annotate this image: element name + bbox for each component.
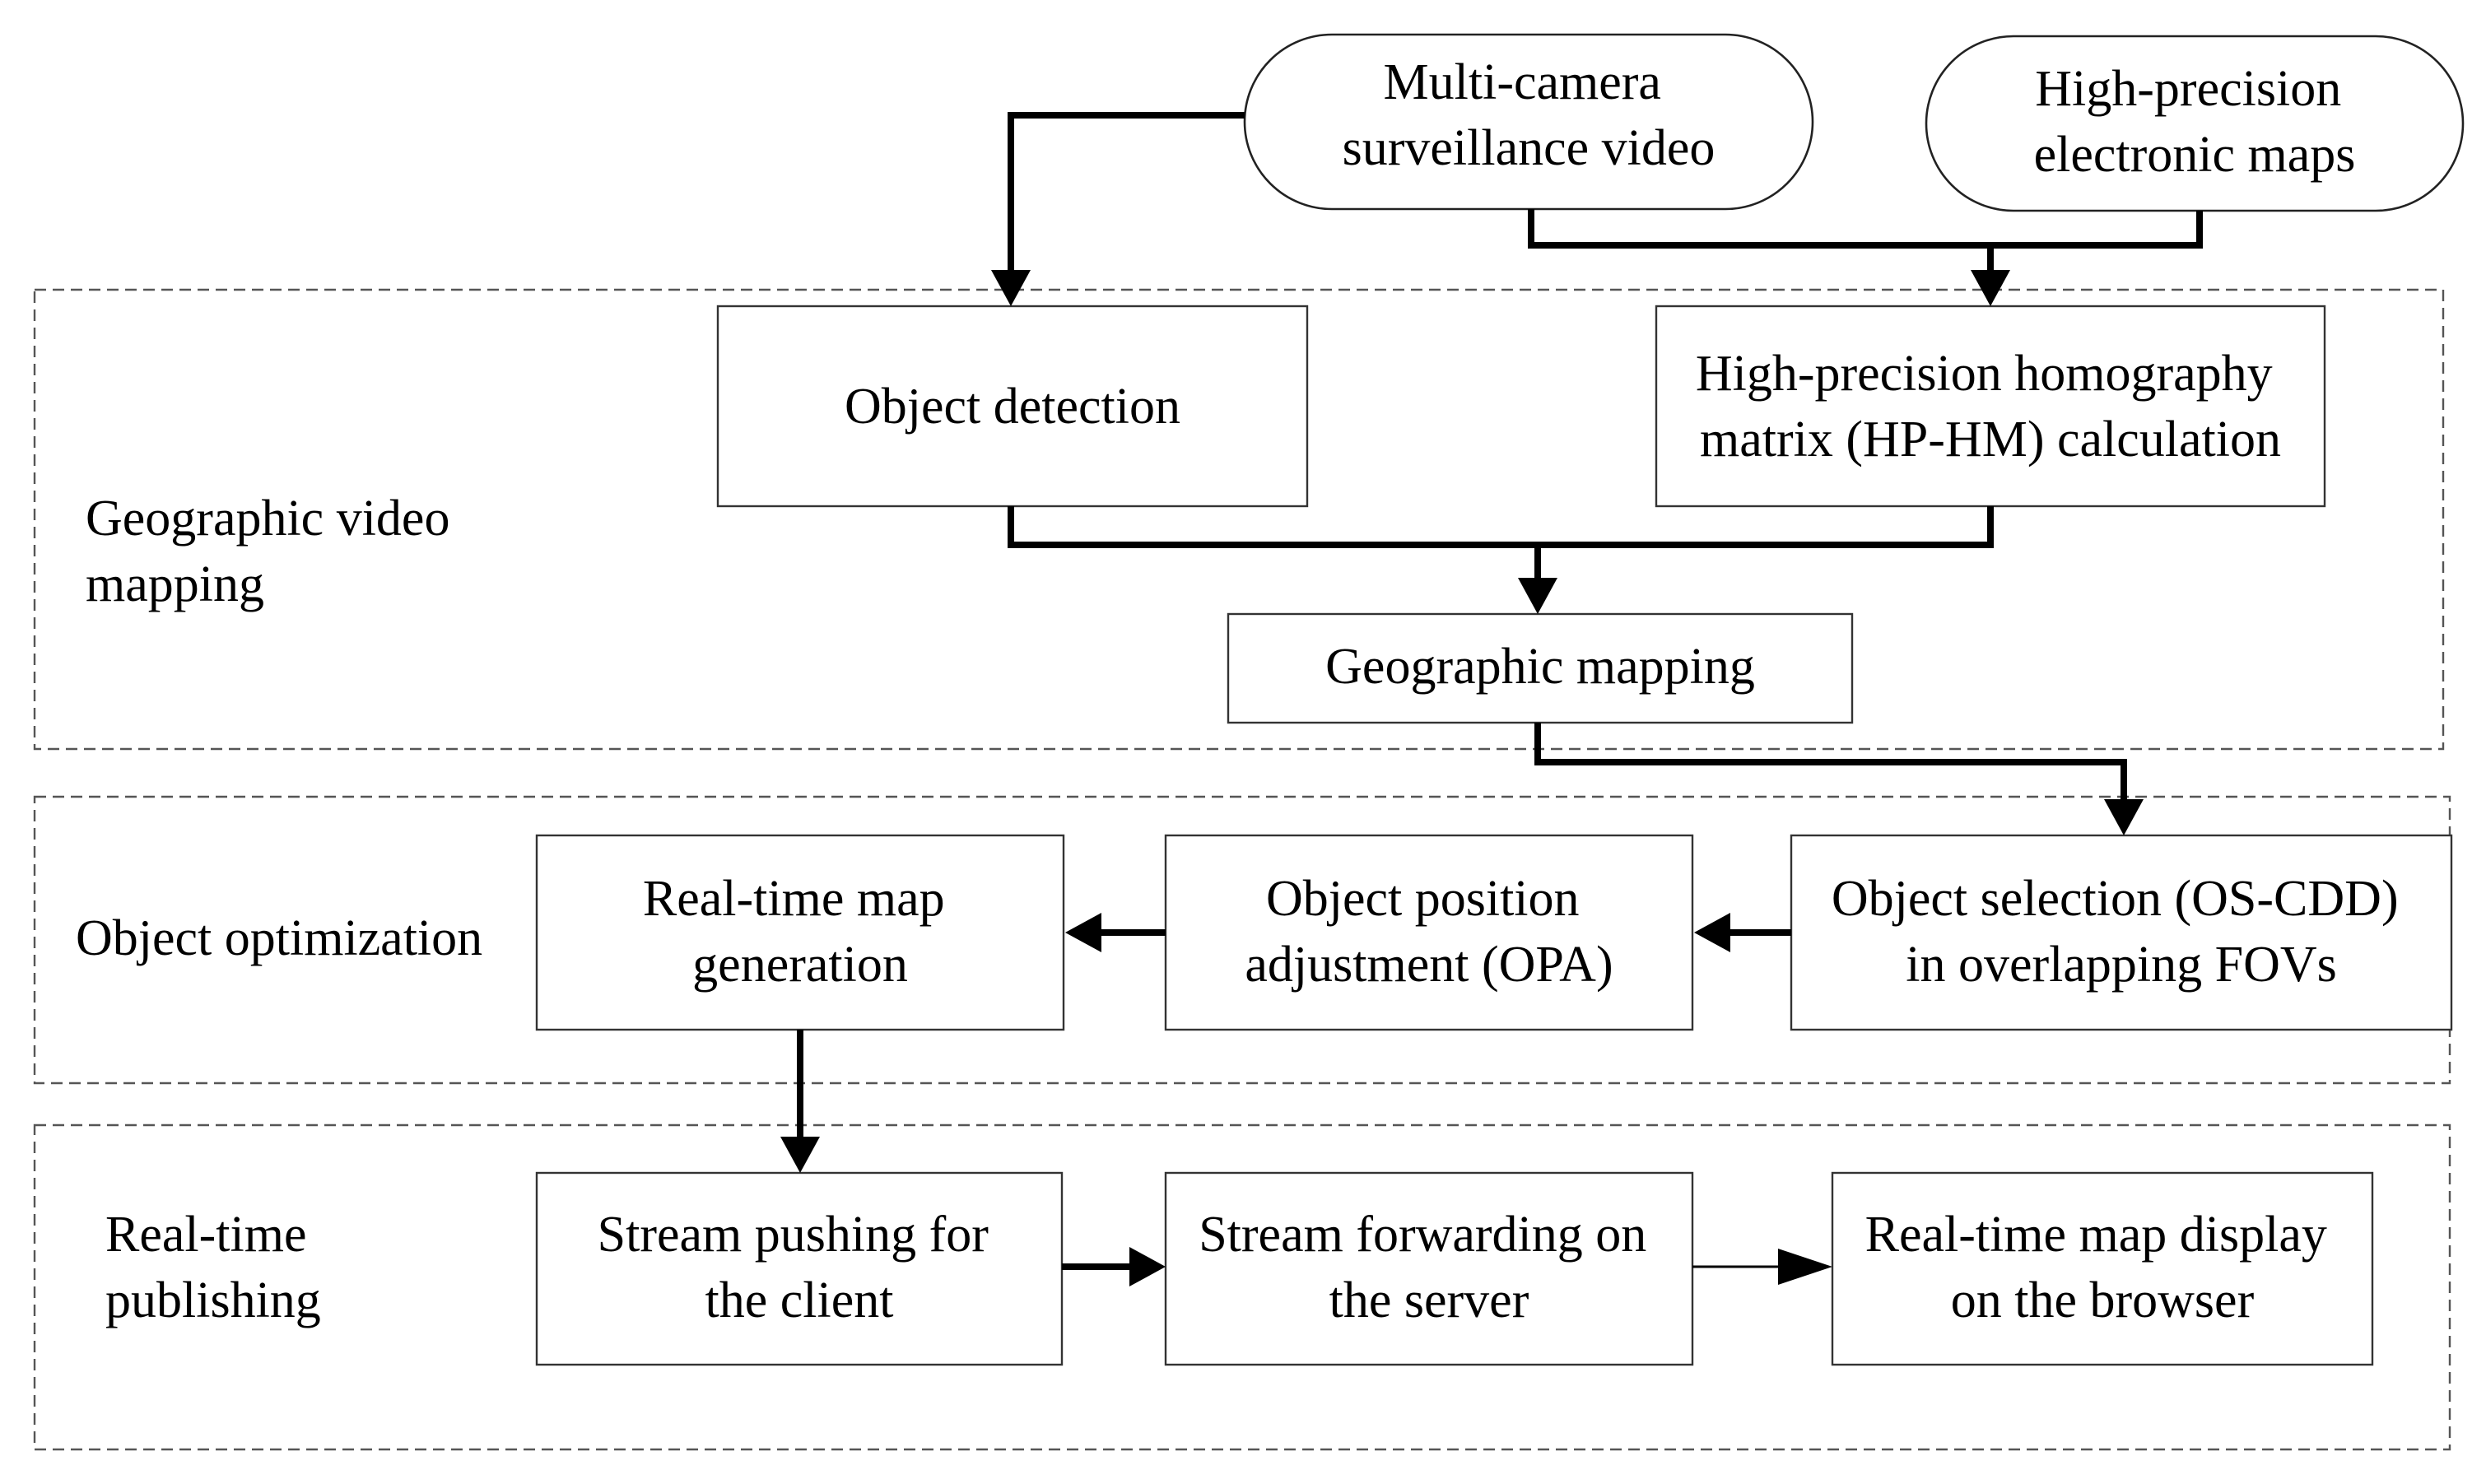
node-object-selection	[1790, 834, 2453, 1031]
arrowhead-generation-to-stream-push	[780, 1137, 820, 1173]
connector-geo-mapping-to-selection	[1534, 723, 2127, 802]
node-real-time-map-generation-label: Real-time map generation	[643, 871, 957, 993]
node-object-detection-label: Object detection	[845, 379, 1180, 435]
arrowhead-forward-to-display	[1778, 1249, 1832, 1285]
group-label-geographic-video-mapping: Geographic video mapping	[86, 491, 463, 612]
arrowhead-push-to-forward	[1129, 1247, 1166, 1286]
arrowhead-opa-to-generation	[1065, 913, 1101, 952]
group-label-real-time-publishing: Real-time publishing	[105, 1207, 321, 1328]
connector-detection-to-merge	[1008, 506, 1994, 548]
source-electronic-maps-label: High-precision electronic maps	[2034, 61, 2356, 183]
group-label-object-optimization: Object optimization	[76, 910, 482, 966]
arrowhead-video-to-detection	[991, 270, 1031, 306]
group-box-geographic-video-mapping	[33, 288, 2445, 751]
node-stream-forwarding	[1164, 1171, 1694, 1366]
node-real-time-map-generation	[535, 834, 1065, 1031]
node-geographic-mapping-label: Geographic mapping	[1325, 639, 1755, 695]
arrowhead-merge-to-geo-mapping	[1518, 578, 1557, 614]
node-geographic-mapping	[1227, 612, 1854, 724]
node-object-selection-label: Object selection (OS-CDD) in overlapping…	[1832, 871, 2411, 993]
node-stream-forwarding-label: Stream forwarding on the server	[1199, 1207, 1660, 1328]
node-object-detection	[716, 305, 1309, 508]
node-hp-hm-calculation-label: High-precision homography matrix (HP-HM)…	[1696, 346, 2285, 468]
node-stream-pushing	[535, 1171, 1064, 1366]
node-hp-hm-calculation	[1655, 305, 2326, 508]
node-object-position-adjustment-label: Object position adjustment (OPA)	[1245, 871, 1613, 993]
arrowhead-geo-mapping-to-selection	[2104, 799, 2144, 835]
connector-video-to-detection	[1008, 112, 1245, 273]
arrowhead-sources-to-hp-hm	[1971, 270, 2010, 306]
node-real-time-map-display	[1831, 1171, 2374, 1366]
source-multi-camera-video-label: Multi-camera surveillance video	[1343, 54, 1716, 176]
node-object-position-adjustment	[1164, 834, 1694, 1031]
group-box-real-time-publishing	[33, 1123, 2451, 1451]
node-stream-pushing-label: Stream pushing for the client	[598, 1207, 1002, 1328]
source-electronic-maps	[1925, 35, 2465, 212]
arrowhead-selection-to-opa	[1694, 913, 1730, 952]
node-real-time-map-display-label: Real-time map display on the browser	[1865, 1207, 2340, 1328]
connector-video-to-hp-hm	[1528, 209, 2203, 249]
